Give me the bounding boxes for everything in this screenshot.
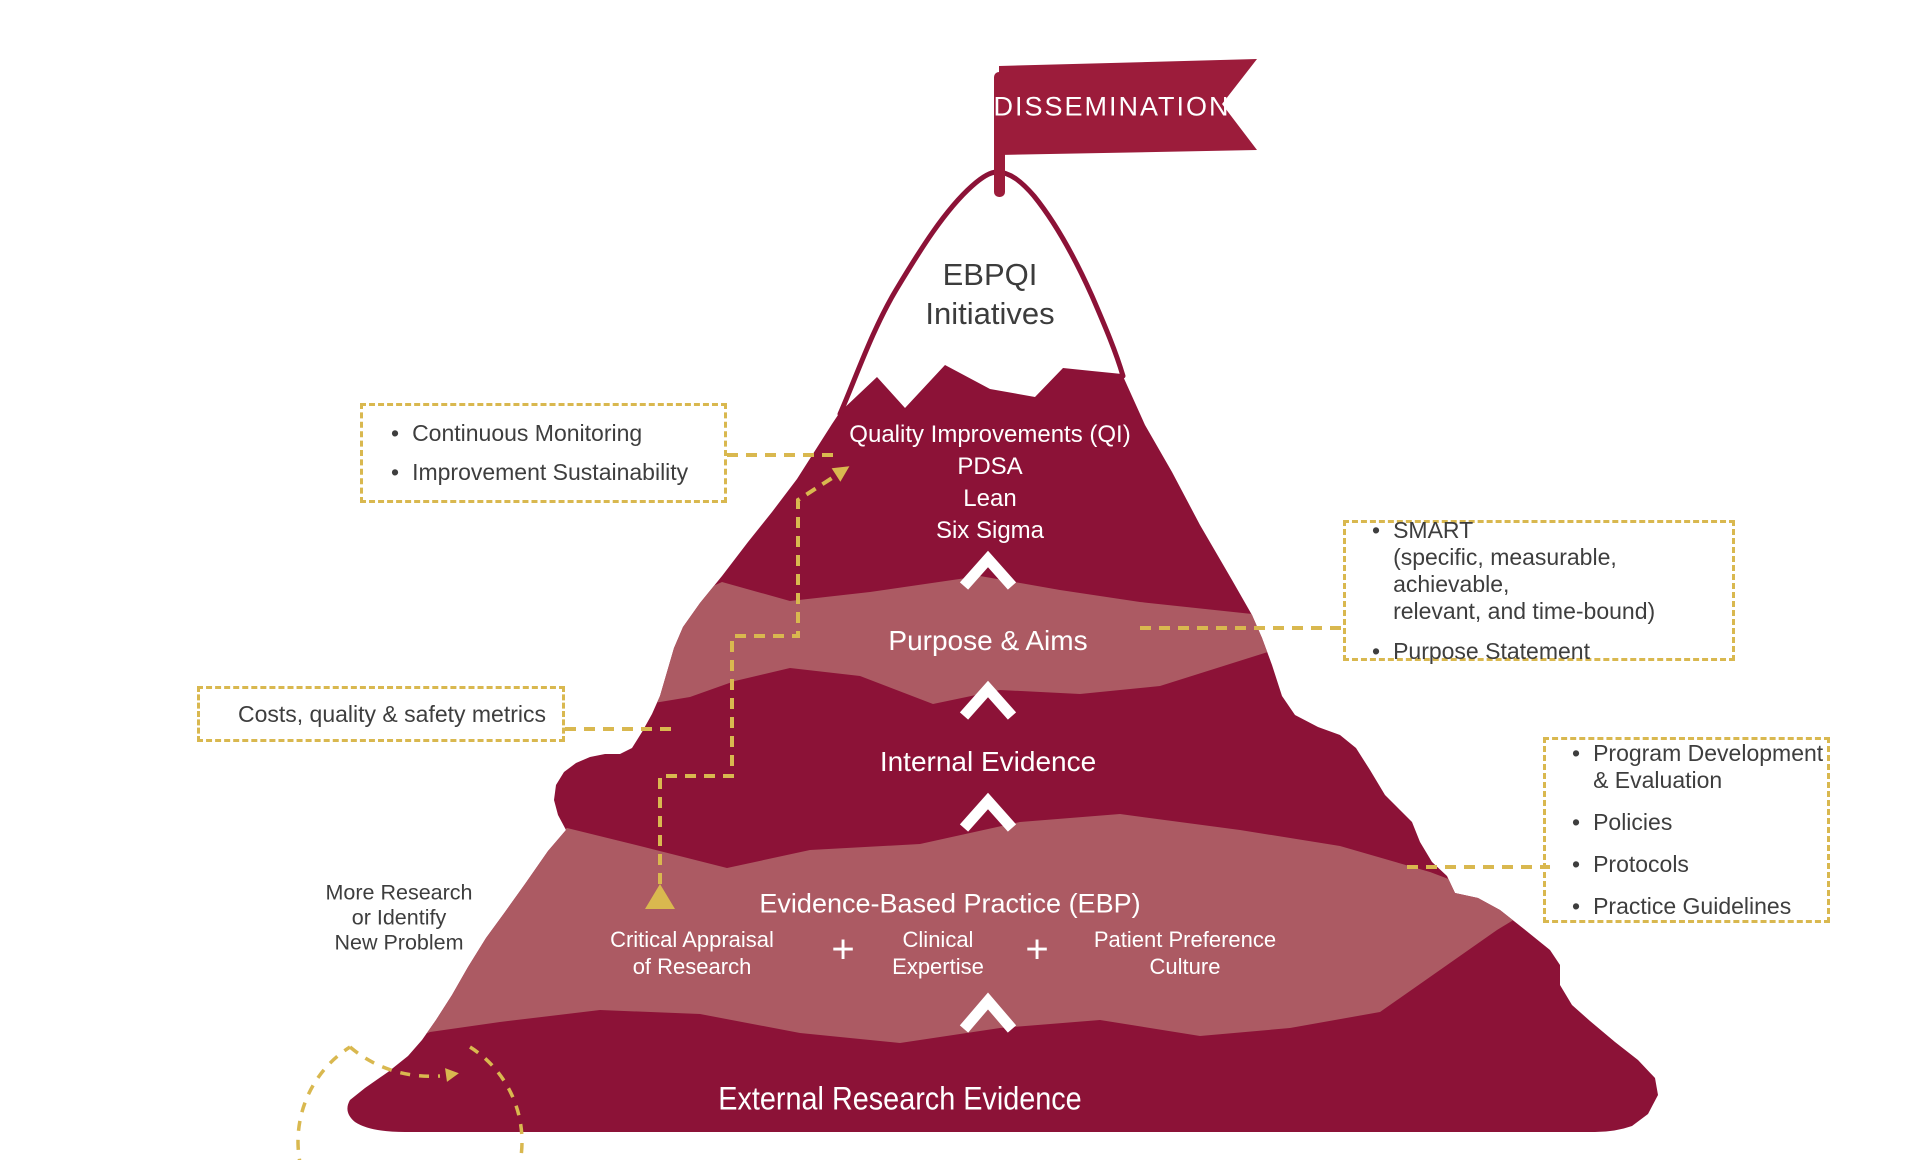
more-research-arrowhead-icon — [445, 1068, 459, 1082]
qi-level-line: Quality Improvements (QI) — [849, 421, 1131, 448]
ebp-title-label: Evidence-Based Practice (EBP) — [759, 888, 1141, 919]
callout-text: Continuous Monitoring — [412, 420, 643, 446]
plus-icon: + — [1025, 927, 1049, 972]
qi-level-line: Lean — [963, 485, 1017, 512]
callout-text: Protocols — [1593, 851, 1689, 877]
program-callout-box: Program Development & Evaluation Policie… — [1543, 737, 1830, 923]
costs-callout-box: Costs, quality & safety metrics — [197, 686, 565, 742]
bullet-list-item: Program Development & Evaluation — [1572, 740, 1827, 794]
climb-start-triangle-icon — [645, 884, 675, 909]
qi-level-labels: Quality Improvements (QI) PDSA Lean Six … — [849, 419, 1130, 547]
ebp-component-patient-preference: Patient Preference Culture — [1093, 927, 1277, 979]
bullet-list-item: SMART (specific, measurable, achievable,… — [1372, 517, 1732, 625]
chevron-up-icon — [959, 992, 1017, 1033]
climb-arrow-path — [658, 476, 834, 884]
callout-text: Costs, quality & safety metrics — [237, 700, 547, 727]
bullet-list-item: Purpose Statement — [1372, 638, 1732, 665]
flag-label: DISSEMINATION — [993, 91, 1231, 122]
bullet-list-item: Practice Guidelines — [1572, 893, 1827, 920]
callout-text: Purpose Statement — [1393, 637, 1590, 664]
chevron-up-icon — [959, 680, 1017, 720]
more-research-arrow-tail — [348, 1045, 441, 1078]
chevron-up-icon — [959, 550, 1017, 590]
qi-level-line: PDSA — [957, 453, 1023, 480]
ebp-band — [395, 814, 1530, 1048]
purpose-aims-label: Purpose & Aims — [888, 625, 1088, 656]
climb-arrowhead-icon — [831, 466, 850, 482]
plus-icon: + — [831, 927, 855, 972]
bullet-list-item: Continuous Monitoring — [391, 420, 724, 447]
ebp-component-clinical-expertise: Clinical Expertise — [892, 927, 984, 979]
callout-text: SMART (specific, measurable, achievable,… — [1393, 516, 1656, 624]
callout-text: Policies — [1593, 809, 1673, 835]
internal-evidence-label: Internal Evidence — [879, 746, 1097, 777]
bullet-list-item: Improvement Sustainability — [391, 459, 724, 486]
bullet-list-item: Protocols — [1572, 851, 1827, 878]
purpose-aims-band — [600, 576, 1290, 712]
external-evidence-label: External Research Evidence — [718, 1080, 1082, 1117]
callout-text: Improvement Sustainability — [412, 459, 689, 485]
callout-text: Practice Guidelines — [1593, 893, 1792, 919]
peak-title: EBPQI Initiatives — [925, 257, 1055, 331]
smart-callout-box: SMART (specific, measurable, achievable,… — [1343, 517, 1735, 664]
bullet-list-item: Policies — [1572, 809, 1827, 836]
monitoring-callout-box: Continuous Monitoring Improvement Sustai… — [360, 403, 727, 503]
qi-level-line: Six Sigma — [935, 517, 1045, 544]
flag-banner-shape — [999, 59, 1257, 155]
more-research-label: More Research or Identify New Problem — [325, 880, 473, 955]
callout-text: Program Development & Evaluation — [1593, 740, 1824, 793]
chevron-up-icon — [959, 792, 1017, 832]
ebp-component-critical-appraisal: Critical Appraisal of Research — [610, 927, 774, 979]
